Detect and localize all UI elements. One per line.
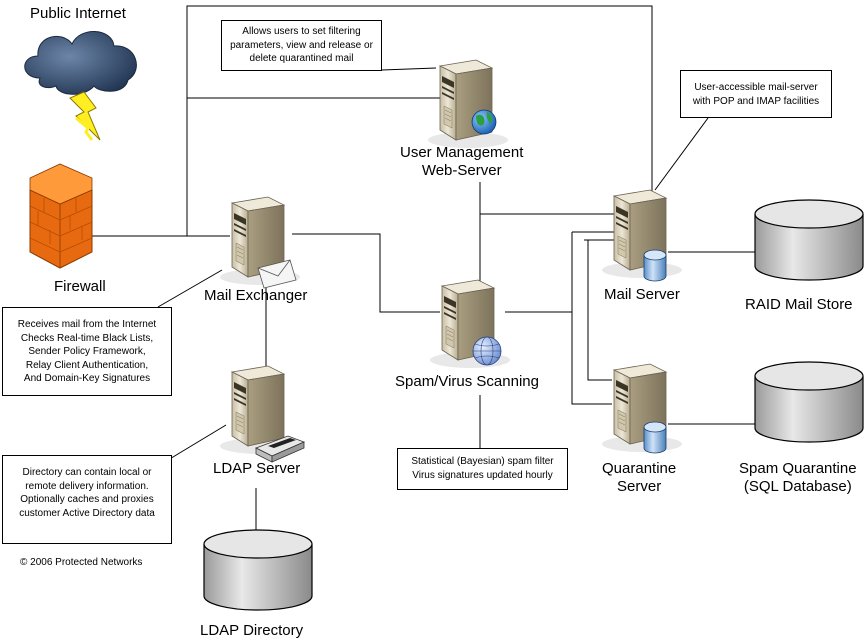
user-management-server-icon — [427, 59, 509, 149]
database-icon — [643, 249, 667, 282]
mail-server-icon — [601, 189, 683, 282]
note-line: Optionally caches and proxies — [20, 494, 154, 505]
quarantine-label-line1: Quarantine — [602, 460, 677, 477]
globe-icon — [472, 336, 502, 366]
spam-scanning-label: Spam/Virus Scanning — [395, 373, 539, 390]
lightning-icon — [69, 91, 101, 141]
firewall-label: Firewall — [54, 278, 106, 295]
mail-exchanger-note: Receives mail from the Internet Checks R… — [2, 307, 172, 396]
envelope-icon — [257, 259, 297, 289]
spam-scanning-server-icon — [429, 279, 511, 369]
quarantine-label-line2: Server — [617, 478, 662, 495]
note-line: customer Active Directory data — [19, 507, 155, 519]
note-line: remote delivery information. — [25, 480, 149, 492]
note-line: Allows users to set filtering — [242, 26, 361, 37]
printer-icon — [255, 435, 306, 463]
user-management-note: Allows users to set filtering parameters… — [221, 20, 382, 71]
ldap-directory-label: LDAP Directory — [200, 622, 304, 639]
note-line: delete quarantined mail — [249, 53, 354, 64]
ldap-server-label: LDAP Server — [213, 460, 301, 477]
note-line: Statistical (Bayesian) spam filter — [411, 456, 554, 467]
note-line: parameters, view and release or — [230, 39, 373, 51]
mail-server-label: Mail Server — [604, 286, 680, 303]
quarantine-server-label: Quarantine Server — [602, 460, 676, 496]
quarantine-server-icon — [601, 363, 683, 454]
note-line: User-accessible mail-server — [694, 82, 818, 93]
mail-exchanger-server-icon — [219, 196, 301, 289]
user-management-label: User Management Web-Server — [400, 144, 523, 180]
note-line: with POP and IMAP facilities — [692, 95, 820, 107]
note-line: Relay Client Authentication, — [25, 359, 149, 371]
note-line: Directory can contain local or — [22, 467, 152, 478]
note-line: And Domain-Key Signatures — [23, 373, 151, 384]
note-line: Checks Real-time Black Lists, — [20, 332, 154, 344]
ldap-server-icon — [219, 365, 306, 463]
copyright-text: © 2006 Protected Networks — [20, 557, 143, 568]
raid-mail-store-label: RAID Mail Store — [745, 296, 853, 313]
note-line: Receives mail from the Internet — [17, 319, 157, 330]
spam-quarantine-label-line2: (SQL Database) — [743, 478, 852, 495]
note-line: Sender Policy Framework, — [28, 346, 146, 357]
spam-quarantine-disk-icon — [754, 361, 864, 443]
user-management-label-line1: User Management — [400, 144, 524, 161]
note-line: Virus signatures updated hourly — [412, 469, 553, 481]
ldap-note: Directory can contain local or remote de… — [2, 455, 172, 544]
public-internet-label: Public Internet — [30, 5, 126, 22]
spam-quarantine-label-line1: Spam Quarantine — [739, 460, 857, 477]
user-management-label-line2: Web-Server — [421, 162, 502, 179]
ldap-directory-disk-icon — [203, 529, 313, 611]
globe-icon — [471, 109, 497, 135]
raid-mail-store-disk-icon — [754, 199, 864, 281]
mail-exchanger-label: Mail Exchanger — [204, 287, 308, 304]
spam-quarantine-label: Spam Quarantine (SQL Database) — [739, 460, 857, 496]
spam-scanning-note: Statistical (Bayesian) spam filter Virus… — [397, 448, 568, 490]
cloud-icon — [24, 31, 137, 95]
firewall-icon — [29, 163, 93, 269]
connection-lines — [92, 5, 755, 530]
database-icon — [643, 421, 667, 454]
mail-server-note: User-accessible mail-server with POP and… — [680, 70, 832, 118]
